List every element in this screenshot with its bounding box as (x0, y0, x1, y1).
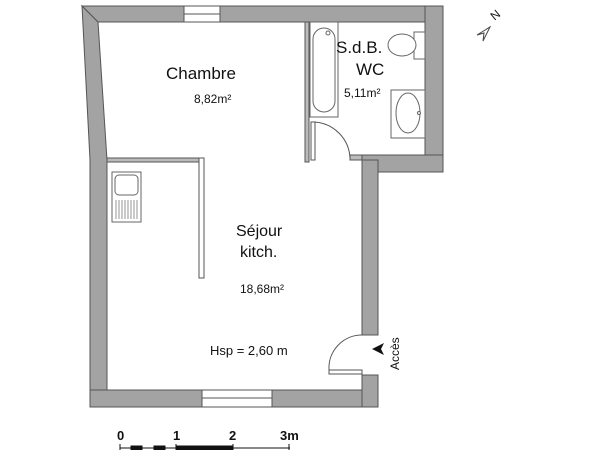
scale-bar (119, 444, 290, 450)
ceiling-height: Hsp = 2,60 m (210, 343, 288, 358)
scale-tick-2: 2 (229, 428, 237, 443)
room-name-chambre: Chambre (166, 64, 236, 83)
toilet-icon (387, 31, 426, 60)
scale-tick-3: 3m (280, 428, 299, 443)
access-label: Accès (388, 337, 402, 370)
room-name-sdb-line2: WC (356, 60, 385, 79)
sink-icon (390, 89, 426, 139)
room-area-sejour: 18,68m² (240, 282, 285, 296)
bathtub-icon (309, 21, 339, 118)
access-arrow-icon (372, 343, 384, 355)
room-area-sdb: 5,11m² (344, 86, 381, 100)
scale-tick-0: 0 (117, 428, 125, 443)
room-area-chambre: 8,82m² (194, 92, 232, 106)
windows (183, 5, 273, 408)
room-name-sejour-line1: Séjour (236, 223, 283, 240)
scale-tick-1: 1 (173, 428, 181, 443)
room-name-sdb-line1: S.d.B. (336, 38, 383, 57)
entrance-door (328, 334, 363, 375)
bathroom-door (310, 121, 351, 161)
compass-icon (476, 25, 492, 42)
room-name-sejour-line2: kitch. (240, 244, 278, 261)
partitions (106, 21, 363, 279)
kitchen-sink-icon (111, 171, 142, 223)
